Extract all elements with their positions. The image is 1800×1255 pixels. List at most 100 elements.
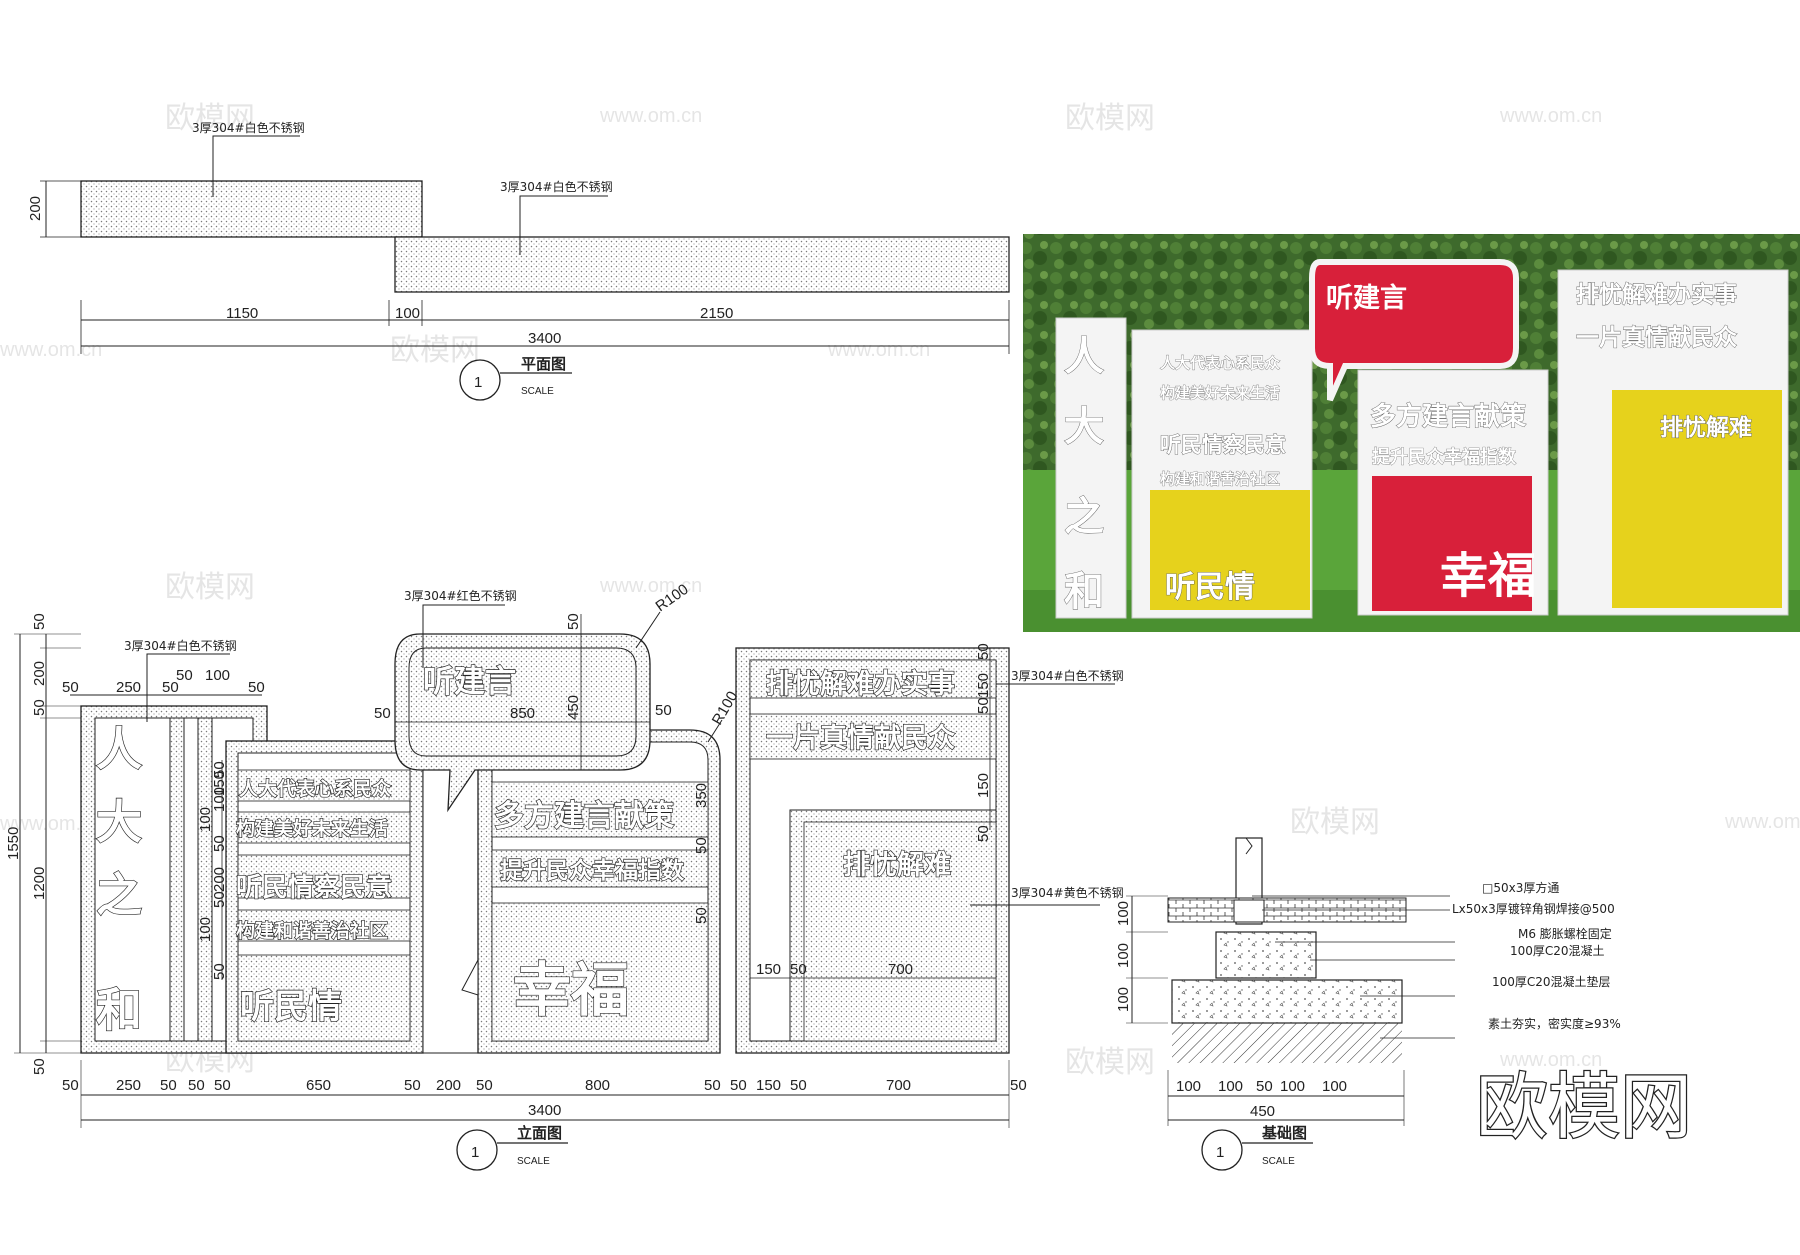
elev-right-dim-6: 150 — [756, 961, 781, 978]
elev-scale: SCALE — [517, 1156, 550, 1167]
photo-text-vertical-2: 大 — [1064, 404, 1104, 450]
elev-bubble-dim-4: 50 — [565, 613, 582, 630]
elev-col-dim-3: 150 — [211, 771, 228, 796]
elev-vertical-char-2: 大 — [96, 795, 142, 849]
elev-bottom-dim-6: 650 — [306, 1077, 331, 1094]
elev-note-red: 3厚304#红色不锈钢 — [404, 588, 517, 603]
photo-text-center-2: 提升民众幸福指数 — [1372, 446, 1517, 468]
watermarks: 欧模网 www.om.cn 欧模网 www.om.cn 欧模网 www.om.c… — [0, 101, 1800, 1080]
elev-bubble-dim-1: 50 — [374, 705, 391, 722]
elev-top-dim-5: 100 — [205, 667, 230, 684]
foundation-label-4: 100厚C20混凝土 — [1510, 943, 1605, 958]
elev-center-text-1: 多方建言献策 — [494, 799, 674, 834]
elev-bottom-dim-13: 150 — [756, 1077, 781, 1094]
plan-dim-total: 3400 — [528, 330, 561, 347]
photo-text-right-1: 排忧解难办实事 — [1576, 281, 1737, 308]
elev-right-dim-4: 150 — [975, 773, 992, 798]
photo-text-vertical-3: 之 — [1064, 494, 1104, 540]
elev-bubble-dim-2: 850 — [510, 705, 535, 722]
elev-col-dim-9: 50 — [211, 963, 228, 980]
watermark-site: www.om.cn — [1724, 811, 1800, 833]
plan-note-bottom: 3厚304#白色不锈钢 — [500, 179, 613, 194]
photo-text-strip-5: 听民情 — [1165, 570, 1255, 605]
elev-center-text-3: 幸福 — [513, 956, 629, 1024]
elev-title-number: 1 — [471, 1144, 479, 1161]
foundation-label-3: M6 膨胀螺栓固定 — [1518, 926, 1612, 941]
plan-dim-1150: 1150 — [226, 305, 258, 322]
elev-strip-text-3: 听民情察民意 — [236, 872, 392, 903]
elev-right-text-2: 一片真情献民众 — [766, 723, 955, 754]
photo-text-vertical-4: 和 — [1064, 569, 1104, 615]
elev-left-dim-5: 50 — [31, 1058, 48, 1075]
elev-bottom-dim-12: 50 — [730, 1077, 747, 1094]
elev-note-yellow: 3厚304#黄色不锈钢 — [1011, 886, 1124, 900]
photo-text-right-3: 排忧解难 — [1660, 414, 1752, 441]
elev-right-text-1: 排忧解难办实事 — [766, 668, 955, 700]
plan-title: 平面图 — [521, 355, 566, 373]
photo-text-strip-1: 人大代表心系民众 — [1160, 354, 1280, 372]
foundation-bottom-dim-3: 50 — [1256, 1078, 1273, 1095]
watermark-brand: 欧模网 — [165, 570, 255, 605]
elev-bottom-dim-2: 250 — [116, 1077, 141, 1094]
foundation-label-1: □50x3厚方通 — [1482, 880, 1559, 895]
foundation-left-dim-1: 100 — [1115, 901, 1132, 926]
elev-bottom-dim-3: 50 — [160, 1077, 177, 1094]
elev-right-dim-2: 150 — [975, 673, 992, 698]
watermark-site: www.om.cn — [0, 813, 102, 835]
elev-bottom-dim-15: 700 — [886, 1077, 911, 1094]
foundation-label-6: 素土夯实，密实度≥93% — [1488, 1016, 1621, 1031]
foundation-bottom-dim-5: 100 — [1322, 1078, 1347, 1095]
elev-bottom-dim-7: 50 — [404, 1077, 421, 1094]
foundation-footing — [1215, 931, 1317, 979]
elev-strip-text-2: 构建美好未来生活 — [236, 817, 388, 840]
photo-text-strip-3: 听民情察民意 — [1160, 433, 1286, 457]
elev-top-dim-1: 50 — [62, 679, 79, 696]
foundation-left-dim-2: 100 — [1115, 943, 1132, 968]
foundation-label-5: 100厚C20混凝土垫层 — [1492, 974, 1611, 989]
elev-right-dim-3: 50 — [975, 697, 992, 714]
elev-note-left-white: 3厚304#白色不锈钢 — [124, 638, 237, 653]
foundation-bottom-dim-4: 100 — [1280, 1078, 1305, 1095]
photo-text-right-2: 一片真情献民众 — [1576, 324, 1737, 351]
elev-strip-text-4: 构建和谐善治社区 — [236, 919, 388, 942]
watermark-brand: 欧模网 — [1290, 805, 1380, 840]
elev-left-dim-3: 50 — [31, 699, 48, 716]
photo-text-vertical-1: 人 — [1064, 334, 1104, 380]
brand-logo: 欧模网 — [1476, 1065, 1692, 1149]
elev-vertical-char-3: 之 — [96, 868, 142, 922]
elev-left-dim-2: 200 — [31, 661, 48, 686]
elev-vertical-char-1: 人 — [96, 722, 142, 776]
elevation-view: 人 大 之 和 人大代表心系民众 构建美好未来生活 听民情察民意 构建和谐善治社… — [5, 581, 1124, 1171]
elev-left-dim-4: 1200 — [31, 867, 48, 900]
elev-bottom-dim-11: 50 — [704, 1077, 721, 1094]
elev-strip-text-1: 人大代表心系民众 — [239, 777, 391, 800]
elev-right-dim-8: 700 — [888, 961, 913, 978]
plan-view: 3厚304#白色不锈钢 3厚304#白色不锈钢 200 1150 100 215… — [27, 120, 1010, 401]
foundation-label-2: Lx50x3厚镀锌角钢焊接@500 — [1452, 901, 1615, 916]
elev-center-dim-1: 350 — [693, 783, 710, 808]
foundation-soil — [1172, 1023, 1402, 1063]
foundation-bottom-dim-1: 100 — [1176, 1078, 1201, 1095]
plan-leader-top — [212, 135, 300, 197]
photo-text-strip-4: 构建和谐善治社区 — [1160, 470, 1280, 488]
photo-text-center-3: 幸福 — [1440, 548, 1536, 604]
foundation-left-dim-3: 100 — [1115, 987, 1132, 1012]
watermark-site: www.om.cn — [0, 339, 102, 361]
elev-col-dim-6: 200 — [211, 867, 228, 892]
elev-bottom-dim-8: 200 — [436, 1077, 461, 1094]
foundation-total: 450 — [1250, 1103, 1275, 1120]
elev-bottom-total: 3400 — [528, 1102, 561, 1119]
elev-bottom-dim-10: 800 — [585, 1077, 610, 1094]
elev-col-dim-7: 50 — [211, 891, 228, 908]
watermark-brand: 欧模网 — [1065, 101, 1155, 136]
elev-center-dim-3: 50 — [693, 907, 710, 924]
photo-text-center-1: 多方建言献策 — [1370, 401, 1526, 432]
plan-scale: SCALE — [521, 386, 554, 397]
elev-top-dim-6: 50 — [248, 679, 265, 696]
foundation-bottom-dim-2: 100 — [1218, 1078, 1243, 1095]
elev-bubble-dim-3: 50 — [655, 702, 672, 719]
photo-text-bubble: 听建言 — [1326, 283, 1407, 314]
watermark-site: www.om.cn — [827, 339, 930, 361]
foundation-detail: □50x3厚方通 Lx50x3厚镀锌角钢焊接@500 M6 膨胀螺栓固定 100… — [1115, 837, 1621, 1171]
